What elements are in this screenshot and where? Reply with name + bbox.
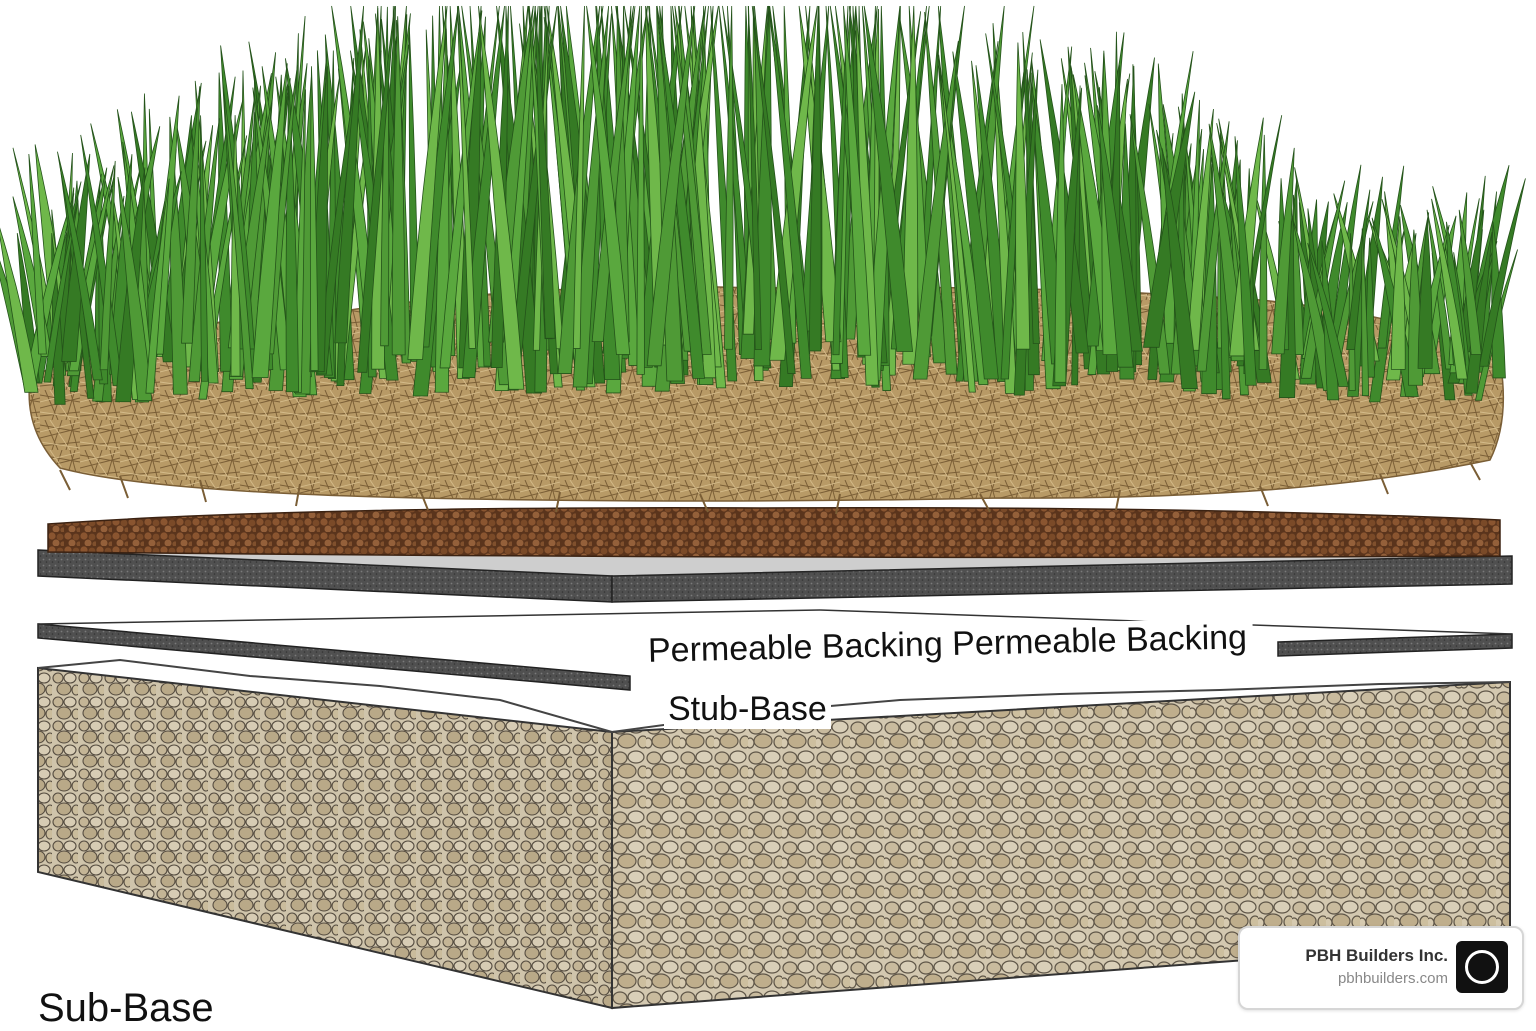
- grass-blade: [1054, 84, 1067, 383]
- grass-blade: [1271, 147, 1295, 355]
- grass-blade: [1346, 189, 1371, 351]
- grass-blade: [43, 200, 79, 383]
- grass-blade: [1390, 216, 1406, 370]
- grass-blade: [456, 5, 476, 349]
- soil-granule-layer: [47, 507, 1501, 559]
- grass-blades: [0, 5, 1526, 405]
- grass-blade: [478, 5, 525, 390]
- grass-blade: [843, 5, 872, 356]
- grass-blade: [1426, 209, 1454, 370]
- grass-blade: [534, 5, 556, 339]
- grass-blade: [251, 63, 288, 379]
- grass-blade: [99, 160, 116, 371]
- grass-blade: [391, 16, 406, 356]
- stub-base-label: Stub-Base: [664, 690, 831, 729]
- grass-blade: [751, 5, 796, 374]
- brand-url[interactable]: pbhbuilders.com: [1337, 970, 1448, 987]
- grass-blade: [832, 5, 849, 356]
- grass-blade: [863, 5, 914, 352]
- grass-blade: [1458, 209, 1482, 355]
- grass-blade: [636, 5, 645, 375]
- grass-blade: [407, 5, 448, 360]
- grass-blade: [1258, 134, 1268, 371]
- sub-base-label: Sub-Base: [38, 986, 214, 1030]
- grass-blade: [309, 66, 319, 371]
- grass-blade: [572, 5, 585, 349]
- grass-blade: [1417, 220, 1433, 369]
- grass-blade: [938, 54, 976, 393]
- grass-blade: [1161, 148, 1198, 389]
- grass-blade: [1478, 178, 1526, 367]
- grass-blade: [57, 151, 103, 381]
- grass-blade: [747, 5, 762, 351]
- grass-blade: [1361, 228, 1370, 397]
- grass-blade: [117, 176, 153, 402]
- grass-blade: [0, 227, 39, 393]
- grass-blade: [28, 153, 47, 355]
- grass-blade: [902, 5, 919, 365]
- grass-blade: [1307, 242, 1349, 387]
- grass-blade: [724, 5, 734, 350]
- permeable-backing-sheet: [37, 609, 1513, 691]
- grass-blade: [586, 5, 631, 355]
- grass-blade: [1196, 121, 1230, 372]
- grass-blade: [1431, 198, 1468, 380]
- grass-blade: [1234, 136, 1257, 386]
- grass-blade: [1015, 42, 1031, 350]
- grass-blade: [769, 5, 812, 379]
- grass-blade: [952, 51, 999, 380]
- grass-blade: [656, 5, 705, 379]
- grass-blade: [718, 5, 752, 338]
- grass-blade: [1186, 108, 1214, 351]
- grass-blade: [145, 178, 170, 394]
- brand-name: PBH Builders Inc.: [1305, 946, 1448, 965]
- grass-blade: [1097, 105, 1134, 368]
- grass-blade: [199, 115, 209, 382]
- grass-blade: [808, 5, 822, 352]
- grass-blade: [222, 84, 254, 389]
- circle-logo-icon: [1456, 941, 1508, 993]
- grass-blade: [357, 5, 396, 373]
- grass-blade: [439, 10, 483, 369]
- grass-blade: [334, 5, 365, 344]
- backing-slab: [37, 549, 1513, 603]
- brand-badge[interactable]: PBH Builders Inc. pbhbuilders.com: [1238, 926, 1524, 1010]
- grass-blade: [646, 5, 696, 367]
- grass-blade: [181, 86, 201, 344]
